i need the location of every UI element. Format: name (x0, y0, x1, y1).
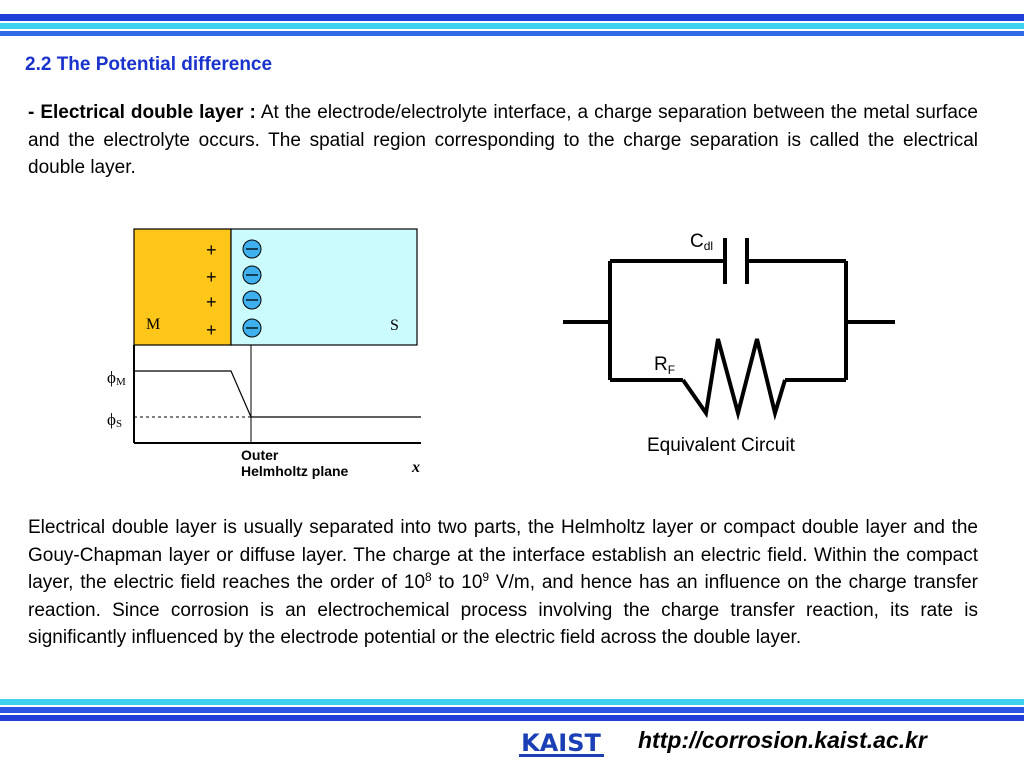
resistor-zigzag (681, 338, 787, 421)
phi-s-label: ϕS (107, 410, 122, 430)
plus-charge: + (206, 267, 217, 287)
solution-region (230, 228, 418, 346)
kaist-logo: KAIST (519, 729, 604, 757)
plane-label-line1: Outer (241, 447, 279, 463)
plus-charge: + (206, 292, 217, 312)
footer-stripe (0, 699, 1024, 721)
plus-charge: + (206, 240, 217, 260)
svg-text:KAIST: KAIST (521, 729, 601, 757)
double-layer-figure: M S + + + + ϕM ϕS Outer Helmholtz plane … (107, 228, 895, 479)
plane-label-line2: Helmholtz plane (241, 463, 349, 479)
section-title: 2.2 The Potential difference (25, 54, 273, 75)
circuit-caption: Equivalent Circuit (647, 435, 796, 456)
anion-markers (242, 239, 262, 338)
definition-term: - Electrical double layer : (28, 102, 256, 123)
metal-label: M (146, 316, 160, 333)
header-stripe (0, 14, 1024, 36)
equivalent-circuit (563, 238, 895, 421)
solution-label: S (390, 317, 399, 334)
footer-url-link[interactable]: http://corrosion.kaist.ac.kr (638, 727, 927, 753)
capacitor-label: Cdl (690, 231, 713, 253)
x-axis-label: x (411, 459, 420, 476)
explanation-paragraph: Electrical double layer is usually separ… (28, 517, 978, 648)
plus-charge: + (206, 320, 217, 340)
definition-text: At the electrode/electrolyte interface, … (28, 102, 978, 178)
exponent: 9 (482, 570, 490, 584)
definition-paragraph: - Electrical double layer : At the elect… (28, 99, 978, 182)
phi-m-label: ϕM (107, 368, 126, 388)
potential-profile (134, 370, 421, 418)
resistor-label: RF (654, 354, 675, 377)
exponent: 8 (425, 570, 432, 584)
